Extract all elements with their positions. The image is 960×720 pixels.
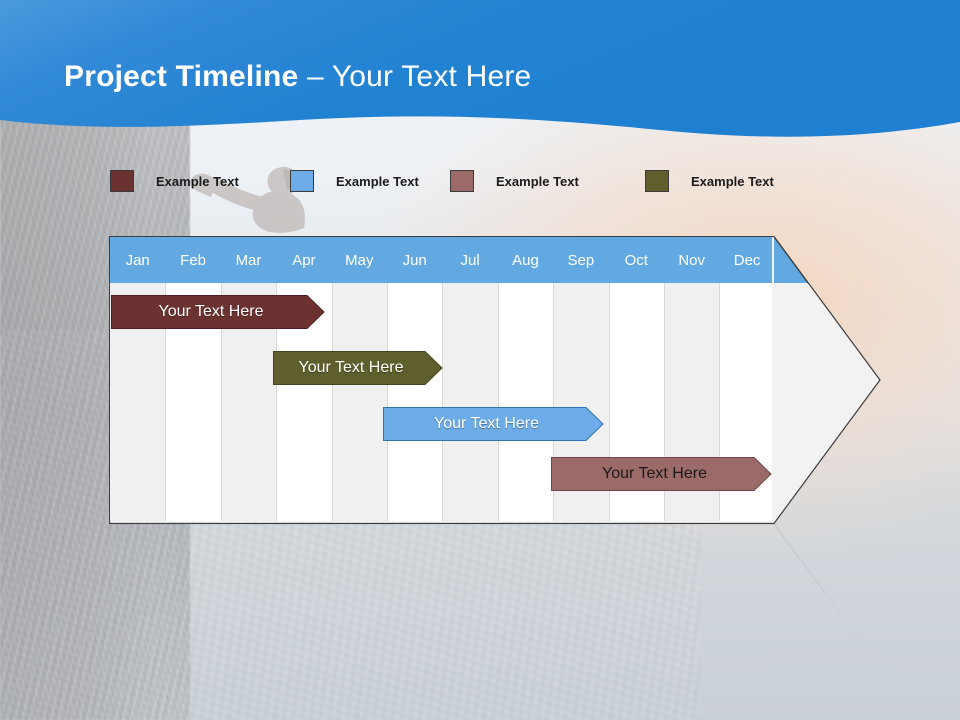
month-header-dec[interactable]: Dec (719, 237, 772, 283)
task-bar-label: Your Text Here (298, 359, 404, 376)
month-header-jun[interactable]: Jun (387, 237, 444, 283)
month-header-may[interactable]: May (331, 237, 388, 283)
title-banner (0, 0, 960, 150)
month-header-feb[interactable]: Feb (165, 237, 222, 283)
month-label: Apr (292, 251, 316, 269)
month-header-sep[interactable]: Sep (553, 237, 610, 283)
column-divider (664, 283, 665, 521)
legend-item-3[interactable]: Example Text (450, 170, 579, 192)
month-label: Aug (512, 251, 539, 269)
legend-item-label: Example Text (496, 173, 579, 189)
month-label: Jun (402, 251, 427, 269)
legend: Example Text Example Text Example Text E… (110, 170, 910, 194)
month-header-aug[interactable]: Aug (497, 237, 555, 283)
month-column-jan (110, 237, 166, 521)
month-header-row: Jan Feb Mar Apr May Jun Jul Aug Sep (110, 237, 772, 283)
timeline-chart: Jan Feb Mar Apr May Jun Jul Aug Sep (109, 236, 881, 524)
column-divider (553, 283, 555, 521)
month-column-jul (442, 237, 498, 521)
legend-item-label: Example Text (156, 173, 239, 189)
month-header-nov[interactable]: Nov (664, 237, 721, 283)
legend-item-2[interactable]: Example Text (290, 170, 419, 192)
legend-item-4[interactable]: Example Text (645, 170, 774, 192)
page-title-rest: Your Text Here (331, 60, 532, 93)
task-bar-4[interactable]: Your Text Here (551, 457, 772, 491)
month-header-jan[interactable]: Jan (110, 237, 167, 283)
task-bar-label: Your Text Here (158, 303, 264, 320)
month-column-feb (165, 237, 221, 521)
legend-swatch-icon (645, 170, 669, 192)
task-bar-label: Your Text Here (602, 465, 707, 482)
column-divider (387, 283, 388, 521)
column-divider (220, 283, 222, 521)
legend-swatch-icon (290, 170, 314, 192)
month-header-jul[interactable]: Jul (442, 237, 499, 283)
legend-item-1[interactable]: Example Text (110, 170, 239, 192)
column-divider (608, 283, 610, 521)
month-label: Mar (235, 251, 262, 269)
task-bar-2[interactable]: Your Text Here (273, 351, 443, 385)
page-title-strong: Project Timeline (64, 60, 299, 93)
month-label: Sep (567, 251, 595, 269)
month-label: Jan (125, 251, 150, 269)
month-label: Jul (460, 251, 480, 269)
column-divider (442, 283, 444, 521)
legend-item-label: Example Text (691, 173, 774, 189)
month-label: Oct (624, 251, 648, 269)
month-label: Nov (678, 251, 706, 269)
task-bar-3[interactable]: Your Text Here (383, 407, 604, 441)
task-bar-label: Your Text Here (434, 415, 539, 432)
column-divider (719, 283, 721, 521)
column-divider (497, 283, 499, 521)
month-label: Feb (180, 251, 207, 269)
month-header-oct[interactable]: Oct (608, 237, 665, 283)
month-header-mar[interactable]: Mar (220, 237, 278, 283)
column-divider (165, 283, 167, 521)
month-header-apr[interactable]: Apr (276, 237, 333, 283)
legend-swatch-icon (110, 170, 134, 192)
column-divider (276, 283, 278, 521)
page-title-separator: – (298, 60, 332, 93)
month-column-aug (497, 237, 554, 521)
task-bar-1[interactable]: Your Text Here (111, 295, 325, 329)
legend-swatch-icon (450, 170, 474, 192)
month-column-mar (220, 237, 277, 521)
month-label: May (345, 251, 374, 269)
month-label: Dec (733, 251, 761, 269)
month-header-arrow-tail (774, 237, 809, 284)
page-title: Project Timeline – Your Text Here (64, 60, 531, 94)
legend-item-label: Example Text (336, 173, 419, 189)
column-divider (331, 283, 333, 521)
